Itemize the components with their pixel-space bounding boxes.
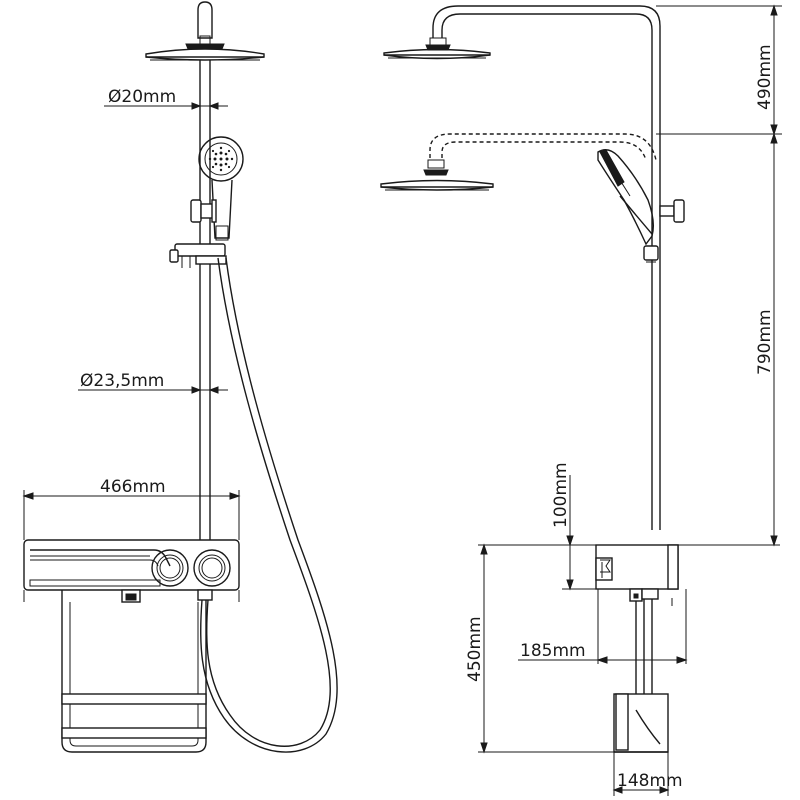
rain-shower-head-lowered	[380, 159, 494, 191]
overhead-arm-alternate	[429, 133, 657, 161]
rod-diameter-top-label: Ø20mm	[108, 87, 176, 107]
top-height-label: 490mm	[755, 44, 775, 110]
dimension-rod-diameter-top: Ø20mm	[104, 87, 228, 110]
rod-diameter-bottom-label: Ø23,5mm	[80, 371, 164, 391]
dimension-rail-height: 790mm	[755, 132, 778, 547]
dimension-rod-diameter-bottom: Ø23,5mm	[78, 371, 228, 394]
sliding-holder-front	[169, 243, 227, 268]
dimension-shelf-depth: 185mm	[518, 589, 688, 664]
thermostat-body-side	[595, 544, 679, 606]
panel-width-label: 466mm	[100, 477, 166, 497]
side-view: 490mm 790mm 100mm 450mm	[380, 4, 782, 796]
overhead-arm-side	[432, 5, 661, 530]
rain-shower-head-front	[145, 1, 265, 61]
hand-shower-top-holder	[190, 199, 217, 223]
dimension-base-depth: 148mm	[612, 752, 683, 796]
hand-shower-side	[597, 149, 655, 246]
rain-shower-head-side	[383, 37, 491, 60]
body-height-label: 450mm	[465, 616, 485, 682]
dimension-body-height: 450mm	[465, 543, 614, 754]
shower-hose-front	[199, 257, 338, 753]
front-view: Ø20mm Ø23,5mm 466mm	[22, 1, 338, 753]
lower-body-side	[613, 588, 669, 753]
dimension-panel-width: 466mm	[22, 477, 241, 540]
sliding-holder-side	[643, 245, 659, 263]
riser-rod-front	[199, 60, 211, 590]
panel-height-label: 100mm	[551, 462, 571, 528]
base-depth-label: 148mm	[617, 771, 683, 791]
temperature-knob	[151, 549, 189, 587]
hand-shower-nozzles	[208, 146, 234, 172]
dimension-panel-height: 100mm	[551, 462, 598, 591]
flow-knob	[193, 549, 231, 587]
lower-body-front	[61, 589, 213, 753]
dimension-top-height: 490mm	[656, 4, 782, 136]
rail-height-label: 790mm	[755, 309, 775, 375]
shelf-depth-label: 185mm	[520, 641, 586, 661]
hand-shower-front	[198, 136, 244, 241]
wall-bracket-side	[659, 199, 685, 223]
